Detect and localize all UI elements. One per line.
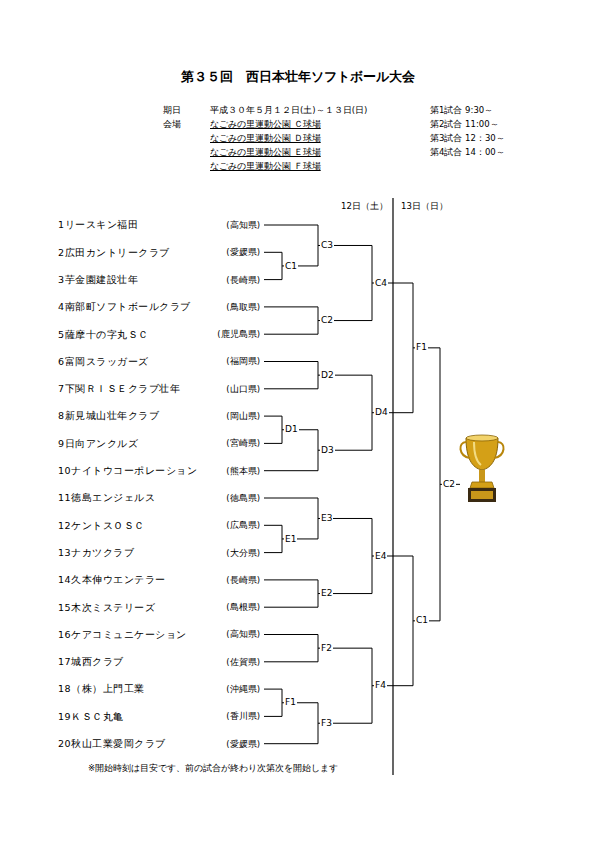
team-name: 2広田カントリークラブ xyxy=(58,247,170,258)
prefecture: (佐賀県) xyxy=(226,657,260,667)
match-label: D2 xyxy=(320,370,335,381)
prefecture: (鹿児島県) xyxy=(217,329,260,339)
bracket-line xyxy=(264,552,282,553)
team-name: 18（株）上門工業 xyxy=(58,683,145,694)
day-divider xyxy=(392,198,393,775)
match-label: C1 xyxy=(284,261,298,272)
game-time: 第2試合 11:00～ xyxy=(430,119,499,129)
bracket-line xyxy=(264,498,318,499)
prefecture: (長崎県) xyxy=(226,575,260,585)
game-time: 第1試合 9:30～ xyxy=(430,105,493,115)
team-name: 15木次ミステリーズ xyxy=(58,602,155,613)
bracket-line xyxy=(264,661,318,662)
team-name: 13ナカツクラブ xyxy=(58,547,134,558)
prefecture: (沖縄県) xyxy=(226,684,260,694)
match-label: C2 xyxy=(320,315,334,326)
team-name: 11徳島エンジェルス xyxy=(58,492,155,503)
bracket-line xyxy=(264,443,282,444)
venue-heading: 会場 xyxy=(163,119,181,129)
team-name: 19ＫＳＣ丸亀 xyxy=(58,711,124,722)
prefecture: (長崎県) xyxy=(226,275,260,285)
team-name: 16ケアコミュニケーション xyxy=(58,629,187,640)
prefecture: (愛媛県) xyxy=(226,739,260,749)
team-name: 1リースキン福田 xyxy=(58,219,138,230)
game-time: 第4試合 14：00～ xyxy=(430,147,505,157)
title: 第３５回 西日本壮年ソフトボール大会 xyxy=(181,69,415,85)
match-label: C4 xyxy=(374,278,388,289)
bracket-line xyxy=(264,607,318,608)
match-label: D4 xyxy=(374,407,389,418)
match-label: D1 xyxy=(284,424,299,435)
bracket-line xyxy=(264,634,318,635)
day-heading: 13日（日） xyxy=(401,201,448,211)
bracket-line xyxy=(264,225,318,226)
team-name: 14久本伸ウエンテラー xyxy=(58,574,166,585)
game-time: 第3試合 12：30～ xyxy=(430,133,505,143)
bracket-line xyxy=(264,361,318,362)
match-label: F2 xyxy=(320,643,333,654)
team-name: 5薩摩十の字丸ＳＣ xyxy=(58,329,149,340)
prefecture: (徳島県) xyxy=(226,493,260,503)
team-name: 10ナイトウコーポレーション xyxy=(58,465,197,476)
team-name: 20秋山工業愛岡クラブ xyxy=(58,738,166,749)
day-heading: 12日（土） xyxy=(341,201,388,211)
bracket-line xyxy=(264,743,318,744)
bracket-line xyxy=(264,716,282,717)
date-text: 平成３０年５月１２日(土)～１３日(日) xyxy=(210,105,367,115)
bracket-line xyxy=(264,279,282,280)
bracket-line xyxy=(264,306,318,307)
match-label: D3 xyxy=(320,445,335,456)
bracket-line xyxy=(264,689,282,690)
team-name: 6富岡スラッガーズ xyxy=(58,356,149,367)
date-heading: 期日 xyxy=(163,105,181,115)
prefecture: (大分県) xyxy=(226,548,260,558)
prefecture: (島根県) xyxy=(226,602,260,612)
match-label: E4 xyxy=(374,551,387,562)
match-label: F4 xyxy=(374,680,387,691)
prefecture: (山口県) xyxy=(226,384,260,394)
prefecture: (高知県) xyxy=(226,220,260,230)
bracket-line xyxy=(264,252,282,253)
match-label: F1 xyxy=(415,342,428,353)
match-label: C2 xyxy=(442,479,456,490)
bracket-line xyxy=(264,525,282,526)
match-label: F3 xyxy=(320,718,333,729)
team-name: 9日向アンクルズ xyxy=(58,438,138,449)
venue-name: なごみの里運動公園 Ｃ球場 xyxy=(210,119,321,129)
team-name: 8新見城山壮年クラブ xyxy=(58,410,159,421)
trophy xyxy=(460,435,503,502)
bracket-line xyxy=(264,579,318,580)
match-label: F1 xyxy=(284,697,297,708)
bracket xyxy=(264,225,460,744)
bracket-line xyxy=(264,334,318,335)
match-label: E1 xyxy=(284,534,297,545)
note: ※開始時刻は目安です、前の試合が終わり次第次を開始します xyxy=(88,763,338,773)
bracket-line xyxy=(264,470,318,471)
prefecture: (宮崎県) xyxy=(226,438,260,448)
bracket-line xyxy=(264,388,318,389)
team-name: 4南部町ソフトボールクラブ xyxy=(58,301,191,312)
team-name: 7下関ＲＩＳＥクラブ壮年 xyxy=(58,383,180,394)
prefecture: (広島県) xyxy=(226,520,260,530)
team-name: 17城西クラブ xyxy=(58,656,124,667)
prefecture: (高知県) xyxy=(226,629,260,639)
match-label: C3 xyxy=(320,240,334,251)
match-label: E2 xyxy=(320,588,333,599)
venue-name: なごみの里運動公園 Ｄ球場 xyxy=(210,133,321,143)
prefecture: (香川県) xyxy=(226,711,260,721)
match-label: C1 xyxy=(415,615,429,626)
prefecture: (愛媛県) xyxy=(226,247,260,257)
bracket-line xyxy=(264,416,282,417)
team-name: 12ケントスＯＳＣ xyxy=(58,520,145,531)
venue-name: なごみの里運動公園 Ｆ球場 xyxy=(210,161,321,171)
match-label: E3 xyxy=(320,513,333,524)
venue-name: なごみの里運動公園 Ｅ球場 xyxy=(210,147,321,157)
team-name: 3芋金園建設壮年 xyxy=(58,274,138,285)
prefecture: (熊本県) xyxy=(226,466,260,476)
prefecture: (鳥取県) xyxy=(226,302,260,312)
prefecture: (福岡県) xyxy=(226,356,260,366)
prefecture: (岡山県) xyxy=(226,411,260,421)
